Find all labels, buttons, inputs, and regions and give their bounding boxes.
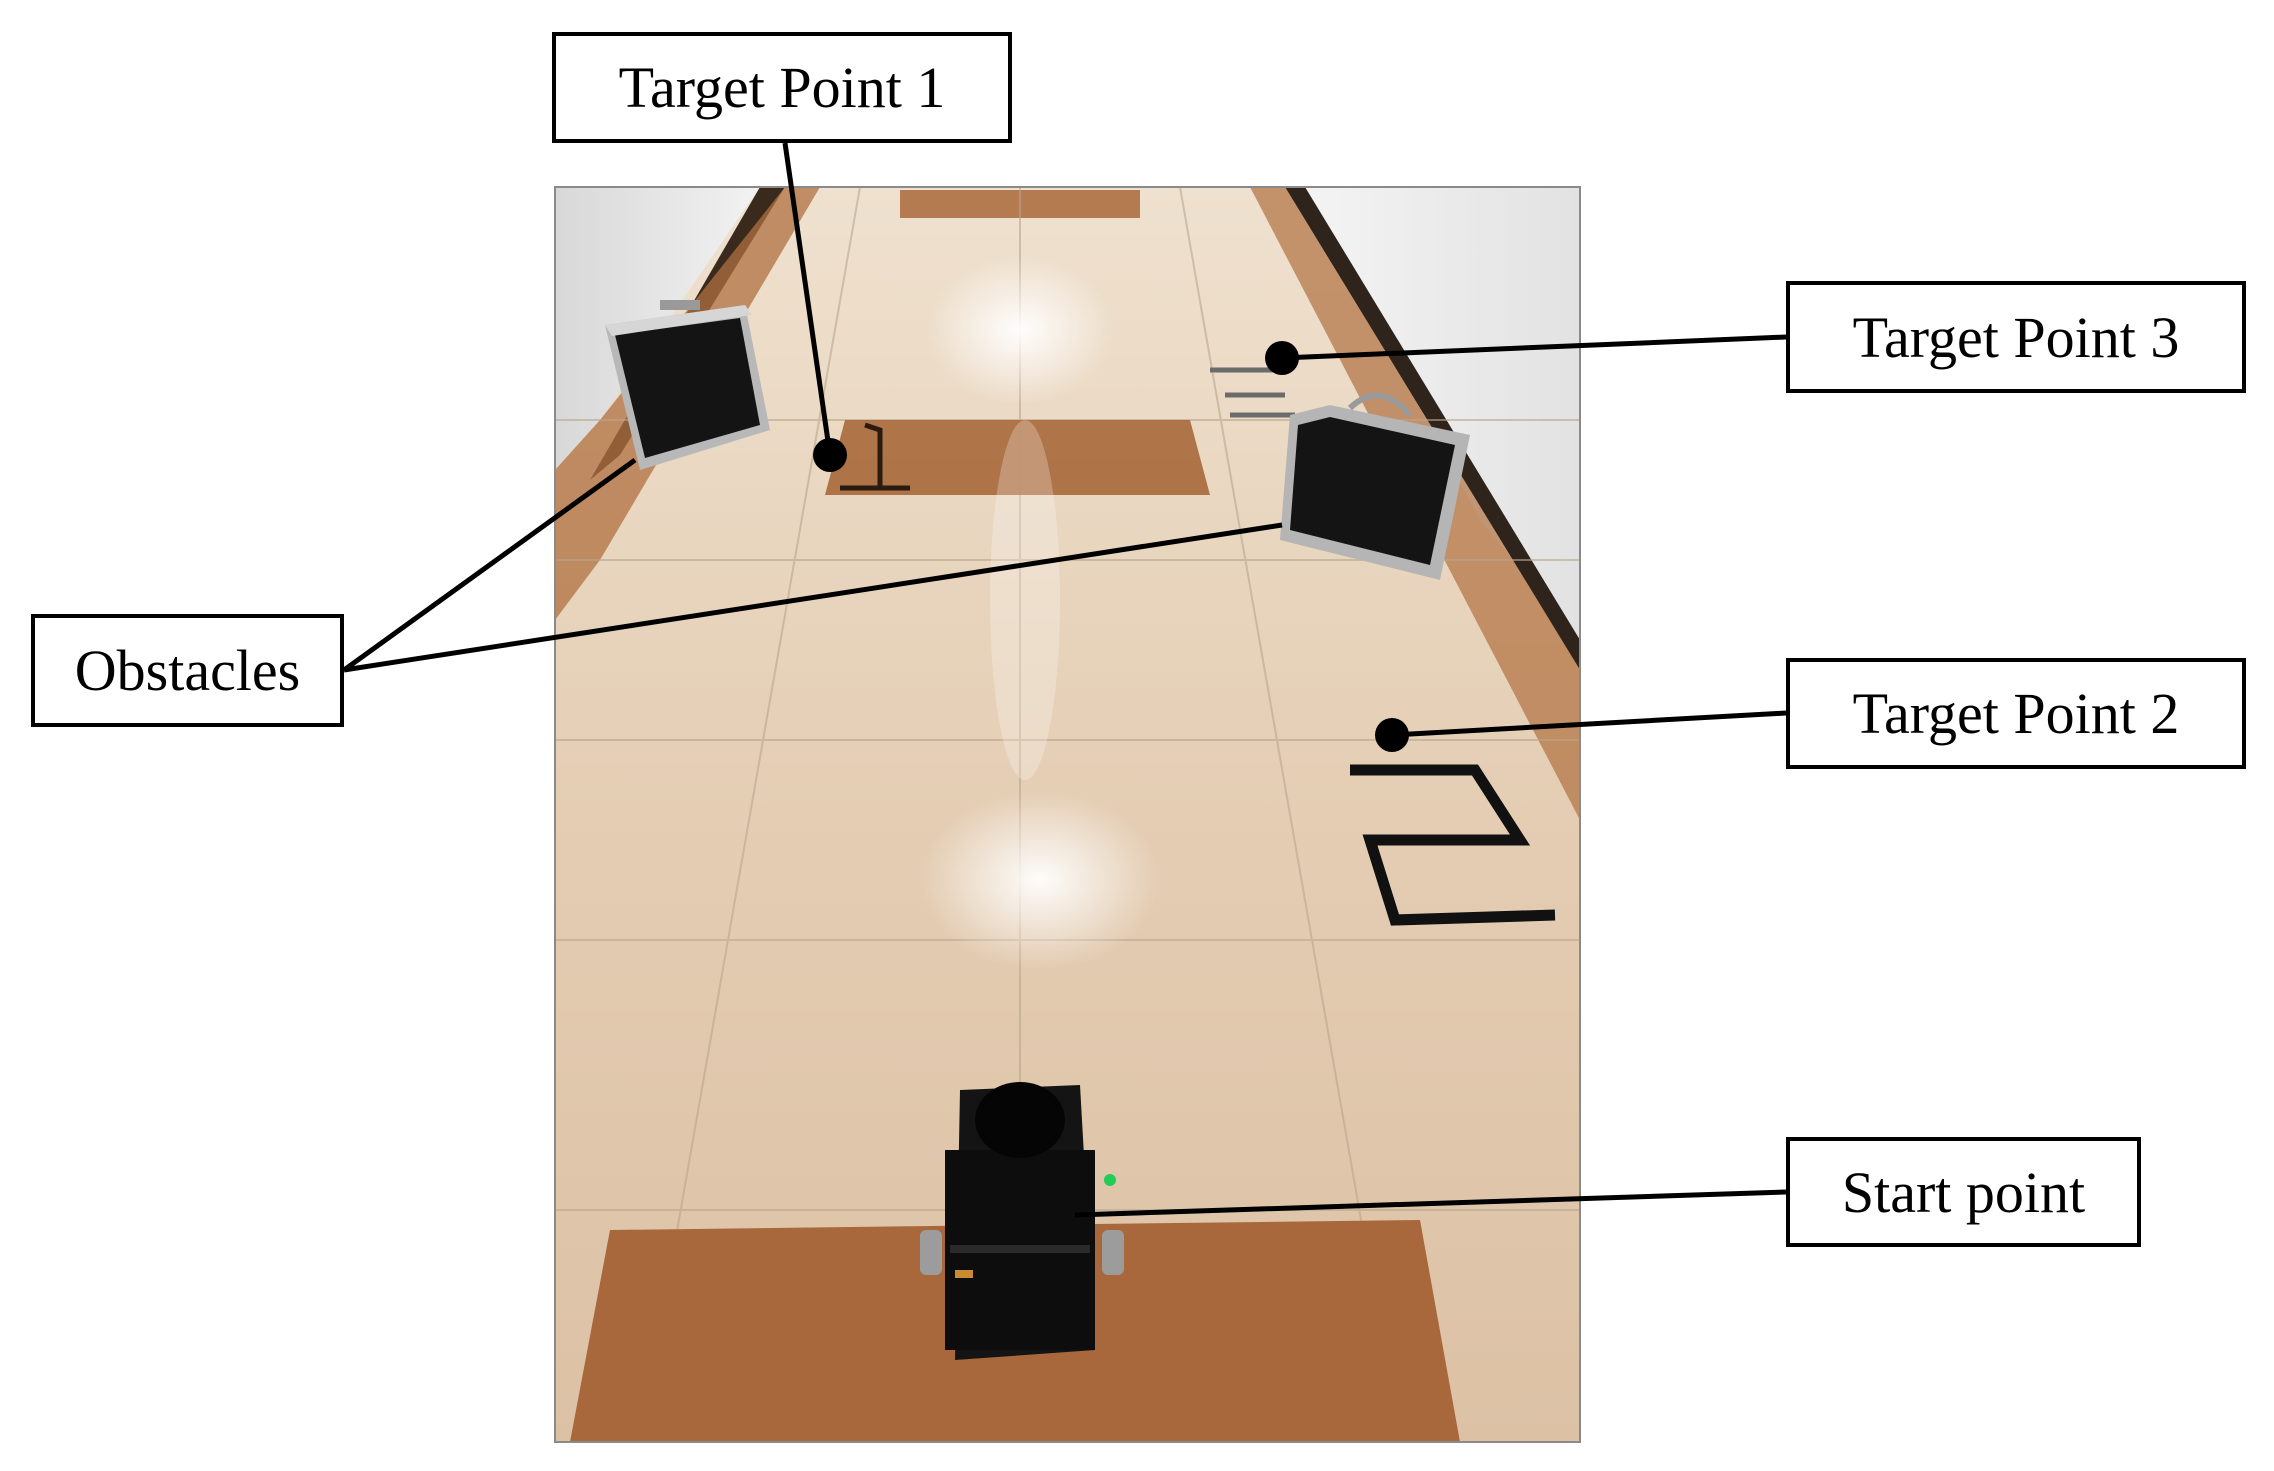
callout-target-point-1-label: Target Point 1 xyxy=(618,55,946,120)
callout-obstacles-label: Obstacles xyxy=(74,638,301,703)
leader-target-point-2 xyxy=(1391,710,1787,738)
callout-obstacles: Obstacles xyxy=(31,614,344,727)
floor-glare-far xyxy=(925,255,1115,405)
target-point-1-mat xyxy=(825,420,1210,495)
scene-photo-frame xyxy=(554,186,1581,1443)
obstacle-case-left xyxy=(605,300,770,470)
obstacle-case-right xyxy=(1280,392,1470,580)
callout-leaders xyxy=(342,142,1787,1218)
leader-target-point-1 xyxy=(782,142,833,456)
leader-obstacles-left xyxy=(342,457,637,673)
dot-target-point-3 xyxy=(1265,341,1299,375)
dot-target-point-1 xyxy=(813,438,847,472)
leader-start-point xyxy=(1074,1189,1787,1218)
robot-vehicle xyxy=(920,1082,1124,1360)
scene-photo xyxy=(555,187,1580,1442)
marker-1 xyxy=(840,422,910,491)
callout-target-point-2-label: Target Point 2 xyxy=(1852,681,2180,746)
callout-target-point-1: Target Point 1 xyxy=(552,32,1012,143)
leader-target-point-3 xyxy=(1281,334,1787,361)
floor-glare-streak xyxy=(990,420,1060,780)
callout-target-point-2: Target Point 2 xyxy=(1786,658,2246,769)
callout-start-point-label: Start point xyxy=(1841,1159,2086,1225)
callout-dots xyxy=(813,341,1409,752)
floor-glare-near xyxy=(920,790,1160,970)
callout-target-point-3-label: Target Point 3 xyxy=(1852,304,2180,370)
callout-target-point-3: Target Point 3 xyxy=(1786,281,2246,393)
leader-obstacles-right xyxy=(343,522,1283,673)
dot-target-point-2 xyxy=(1375,718,1409,752)
marker-2 xyxy=(1350,764,1556,926)
callout-start-point: Start point xyxy=(1786,1137,2141,1247)
marker-3 xyxy=(1210,367,1295,418)
